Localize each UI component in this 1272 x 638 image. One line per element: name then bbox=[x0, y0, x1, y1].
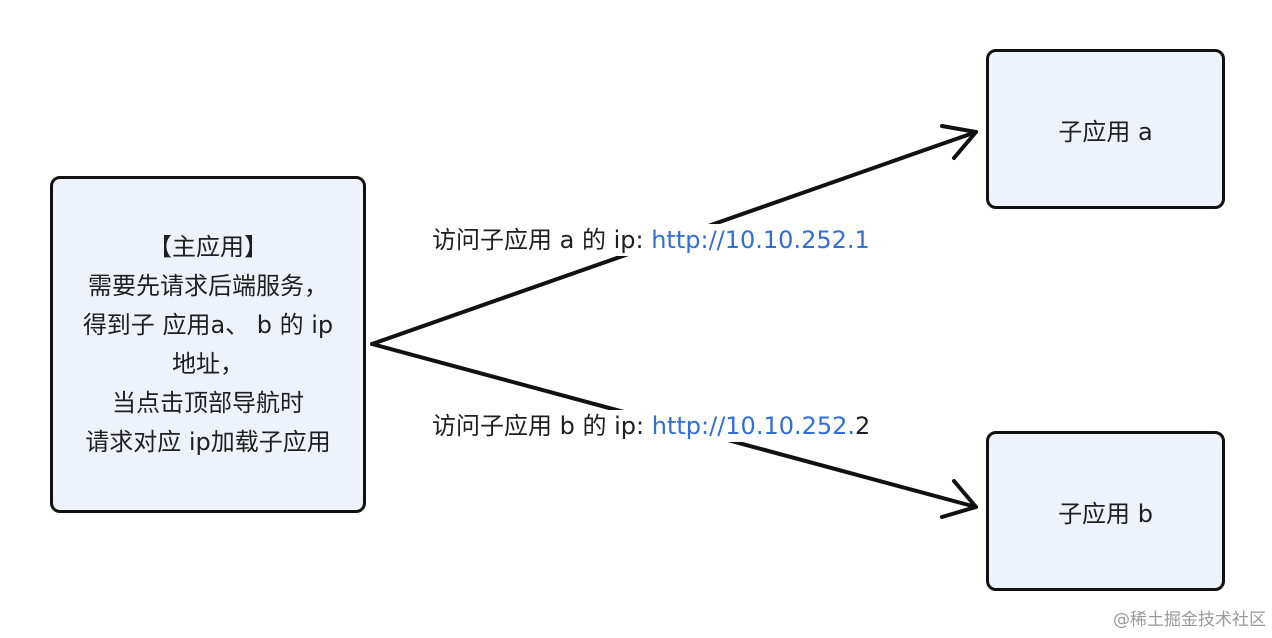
main-node-line-5: 当点击顶部导航时 bbox=[112, 388, 304, 417]
main-node-line-3: 得到子 应用a、 b 的 ip bbox=[82, 310, 334, 339]
child-a-label: 子应用 a bbox=[1058, 117, 1153, 146]
main-node-line-1: 【主应用】 bbox=[148, 232, 268, 261]
main-node-line-4: 地址， bbox=[172, 349, 244, 378]
child-app-a-node: 子应用 a bbox=[986, 49, 1225, 209]
edge-b-suffix: 2 bbox=[855, 412, 871, 440]
edge-a-link[interactable]: http://10.10.252.1 bbox=[651, 226, 870, 254]
main-node-line-6: 请求对应 ip加载子应用 bbox=[85, 427, 331, 456]
main-node-line-2: 需要先请求后端服务， bbox=[88, 271, 328, 300]
edge-b-prefix: 访问子应用 b 的 ip: bbox=[432, 412, 652, 440]
watermark: @稀土掘金技术社区 bbox=[1113, 610, 1266, 630]
edge-b-link[interactable]: http://10.10.252. bbox=[651, 412, 856, 440]
edge-a-prefix: 访问子应用 a 的 ip: bbox=[432, 226, 652, 254]
main-app-node: 【主应用】 需要先请求后端服务， 得到子 应用a、 b 的 ip 地址， 当点击… bbox=[50, 176, 366, 513]
child-b-label: 子应用 b bbox=[1058, 499, 1153, 528]
edge-label-a: 访问子应用 a 的 ip: http://10.10.252.1 bbox=[430, 224, 872, 256]
arrowhead-b bbox=[940, 479, 978, 519]
edge-label-b: 访问子应用 b 的 ip: http://10.10.252.2 bbox=[430, 410, 873, 442]
arrowhead-a bbox=[940, 124, 978, 160]
child-app-b-node: 子应用 b bbox=[986, 431, 1225, 591]
